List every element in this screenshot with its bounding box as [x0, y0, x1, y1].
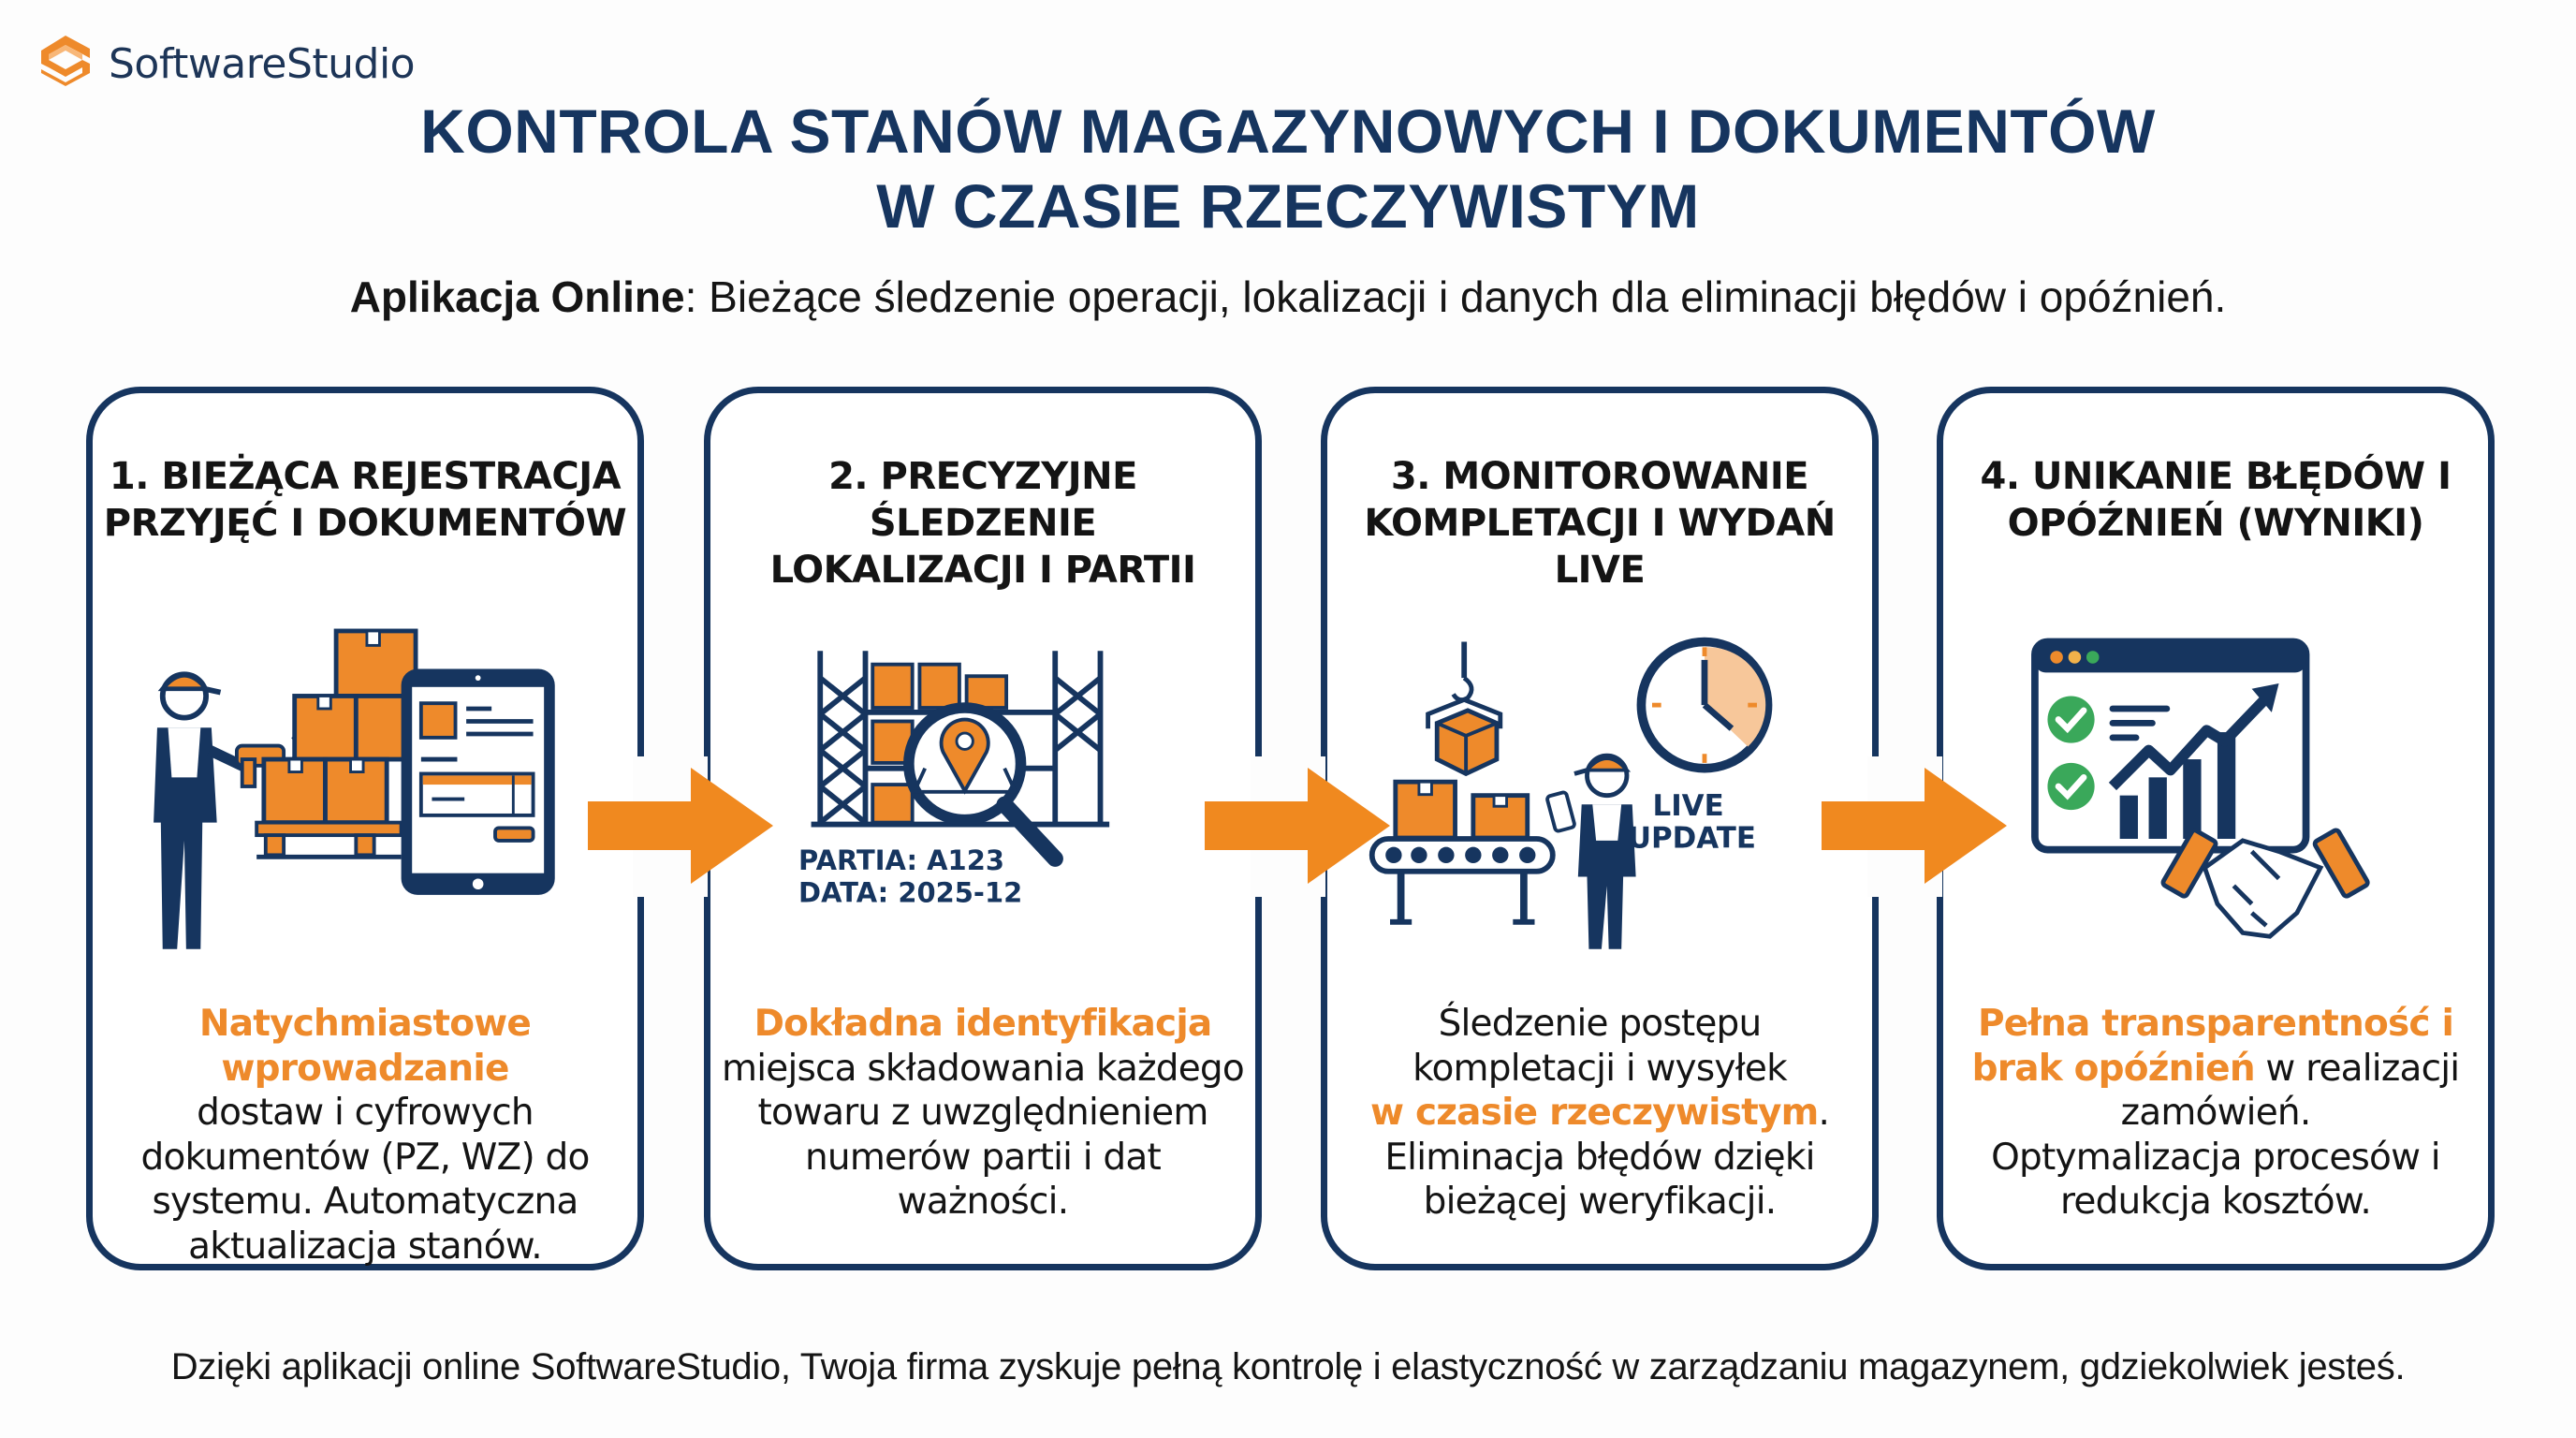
brand-logo: SoftwareStudio	[36, 34, 416, 94]
step-4-title-line-1: 4. UNIKANIE BŁĘDÓW I	[1980, 455, 2452, 498]
step-4-description: Pełna transparentność i brak opóźnień w …	[1949, 1002, 2482, 1225]
step-3-title-line-1: 3. MONITOROWANIE	[1390, 455, 1809, 498]
live-label: LIVE	[1653, 789, 1724, 823]
step-2-highlight: Dokładna identyfikacja	[754, 1003, 1213, 1045]
step-2-title-line-1: 2. PRECYZYJNE ŚLEDZENIE	[828, 455, 1137, 545]
step-3-title: 3. MONITOROWANIE KOMPLETACJI I WYDAŃ LIV…	[1327, 453, 1872, 594]
step-card-3: 3. MONITOROWANIE KOMPLETACJI I WYDAŃ LIV…	[1321, 387, 1879, 1270]
step-1-line: aktualizacja stanów.	[188, 1225, 543, 1268]
subtitle-bold: Aplikacja Online	[349, 272, 685, 321]
brand-name: SoftwareStudio	[109, 39, 416, 88]
page-title: KONTROLA STANÓW MAGAZYNOWYCH I DOKUMENTÓ…	[0, 94, 2576, 243]
step-4-line: w realizacji	[2254, 1047, 2460, 1090]
step-3-line: bieżącej weryfikacji.	[1423, 1181, 1778, 1223]
step-3-highlight: w czasie rzeczywistym	[1369, 1092, 1819, 1134]
step-4-highlight: Pełna transparentność i	[1977, 1003, 2454, 1045]
step-card-4: 4. UNIKANIE BŁĘDÓW I OPÓŹNIEŃ (WYNIKI)	[1937, 387, 2495, 1270]
step-1-title: 1. BIEŻĄCA REJESTRACJA PRZYJĘĆ I DOKUMEN…	[93, 453, 637, 547]
step-3-title-line-2: KOMPLETACJI I WYDAŃ LIVE	[1364, 502, 1836, 592]
title-line-2: W CZASIE RZECZYWISTYM	[876, 171, 1700, 241]
step-1-title-line-2: PRZYJĘĆ I DOKUMENTÓW	[103, 502, 627, 545]
step-1-highlight: Natychmiastowe wprowadzanie	[198, 1003, 532, 1090]
step-3-line: kompletacji i wysyłek	[1412, 1047, 1788, 1090]
step-4-line: redukcja kosztów.	[2060, 1181, 2372, 1223]
step-4-title: 4. UNIKANIE BŁĘDÓW I OPÓŹNIEŃ (WYNIKI)	[1943, 453, 2488, 547]
subtitle-text: : Bieżące śledzenie operacji, lokalizacj…	[684, 272, 2227, 321]
title-line-1: KONTROLA STANÓW MAGAZYNOWYCH I DOKUMENTÓ…	[420, 96, 2156, 166]
arrow-right-icon	[588, 768, 773, 884]
step-3-line: Eliminacja błędów dzięki	[1384, 1136, 1815, 1179]
step-4-line: Optymalizacja procesów i	[1991, 1136, 2440, 1179]
step-2-line: numerów partii i dat	[805, 1136, 1162, 1179]
step-2-title: 2. PRECYZYJNE ŚLEDZENIE LOKALIZACJI I PA…	[710, 453, 1255, 594]
update-label: UPDATE	[1628, 822, 1756, 856]
arrow-right-icon	[1205, 768, 1390, 884]
step-1-line: systemu. Automatyczna	[152, 1181, 578, 1223]
step-1-description: Natychmiastowe wprowadzanie dostaw i cyf…	[98, 1002, 632, 1269]
step-2-line: ważności.	[897, 1181, 1069, 1223]
step-2-title-line-2: LOKALIZACJI I PARTII	[769, 549, 1196, 592]
s-logo-icon	[41, 36, 90, 86]
step-1-line: dokumentów (PZ, WZ) do	[140, 1136, 590, 1179]
step-1-title-line-1: 1. BIEŻĄCA REJESTRACJA	[109, 455, 622, 498]
step-1-line: dostaw i cyfrowych	[197, 1092, 534, 1134]
step-3-description: Śledzenie postępu kompletacji i wysyłek …	[1333, 1002, 1866, 1225]
step-4-highlight-2: brak opóźnień	[1971, 1047, 2256, 1090]
step-card-1: 1. BIEŻĄCA REJESTRACJA PRZYJĘĆ I DOKUMEN…	[86, 387, 644, 1270]
arrow-right-icon	[1822, 768, 2007, 884]
batch-label: PARTIA: A123	[798, 844, 1004, 876]
step-card-2: 2. PRECYZYJNE ŚLEDZENIE LOKALIZACJI I PA…	[704, 387, 1262, 1270]
dashboard-growth-handshake-icon	[1981, 609, 2451, 964]
step-2-line: towaru z uwzględnieniem	[757, 1092, 1208, 1134]
footer-text: Dzięki aplikacji online SoftwareStudio, …	[170, 1346, 2406, 1387]
warehouse-rack-magnifier-icon: PARTIA: A123 DATA: 2025-12	[748, 609, 1218, 964]
worker-scanner-tablet-icon	[130, 609, 600, 964]
step-2-description: Dokładna identyfikacja miejsca składowan…	[716, 1002, 1250, 1225]
page-subtitle: Aplikacja Online: Bieżące śledzenie oper…	[0, 271, 2576, 322]
step-4-line: zamówień.	[2120, 1092, 2312, 1134]
step-2-line: miejsca składowania każdego	[722, 1047, 1245, 1090]
conveyor-clock-worker-icon: LIVE UPDATE	[1365, 609, 1835, 964]
step-4-title-line-2: OPÓŹNIEŃ (WYNIKI)	[2007, 502, 2424, 545]
step-3-line: Śledzenie postępu	[1438, 1003, 1763, 1045]
date-label: DATA: 2025-12	[798, 877, 1022, 909]
step-3-highlight-suffix: .	[1818, 1092, 1830, 1134]
